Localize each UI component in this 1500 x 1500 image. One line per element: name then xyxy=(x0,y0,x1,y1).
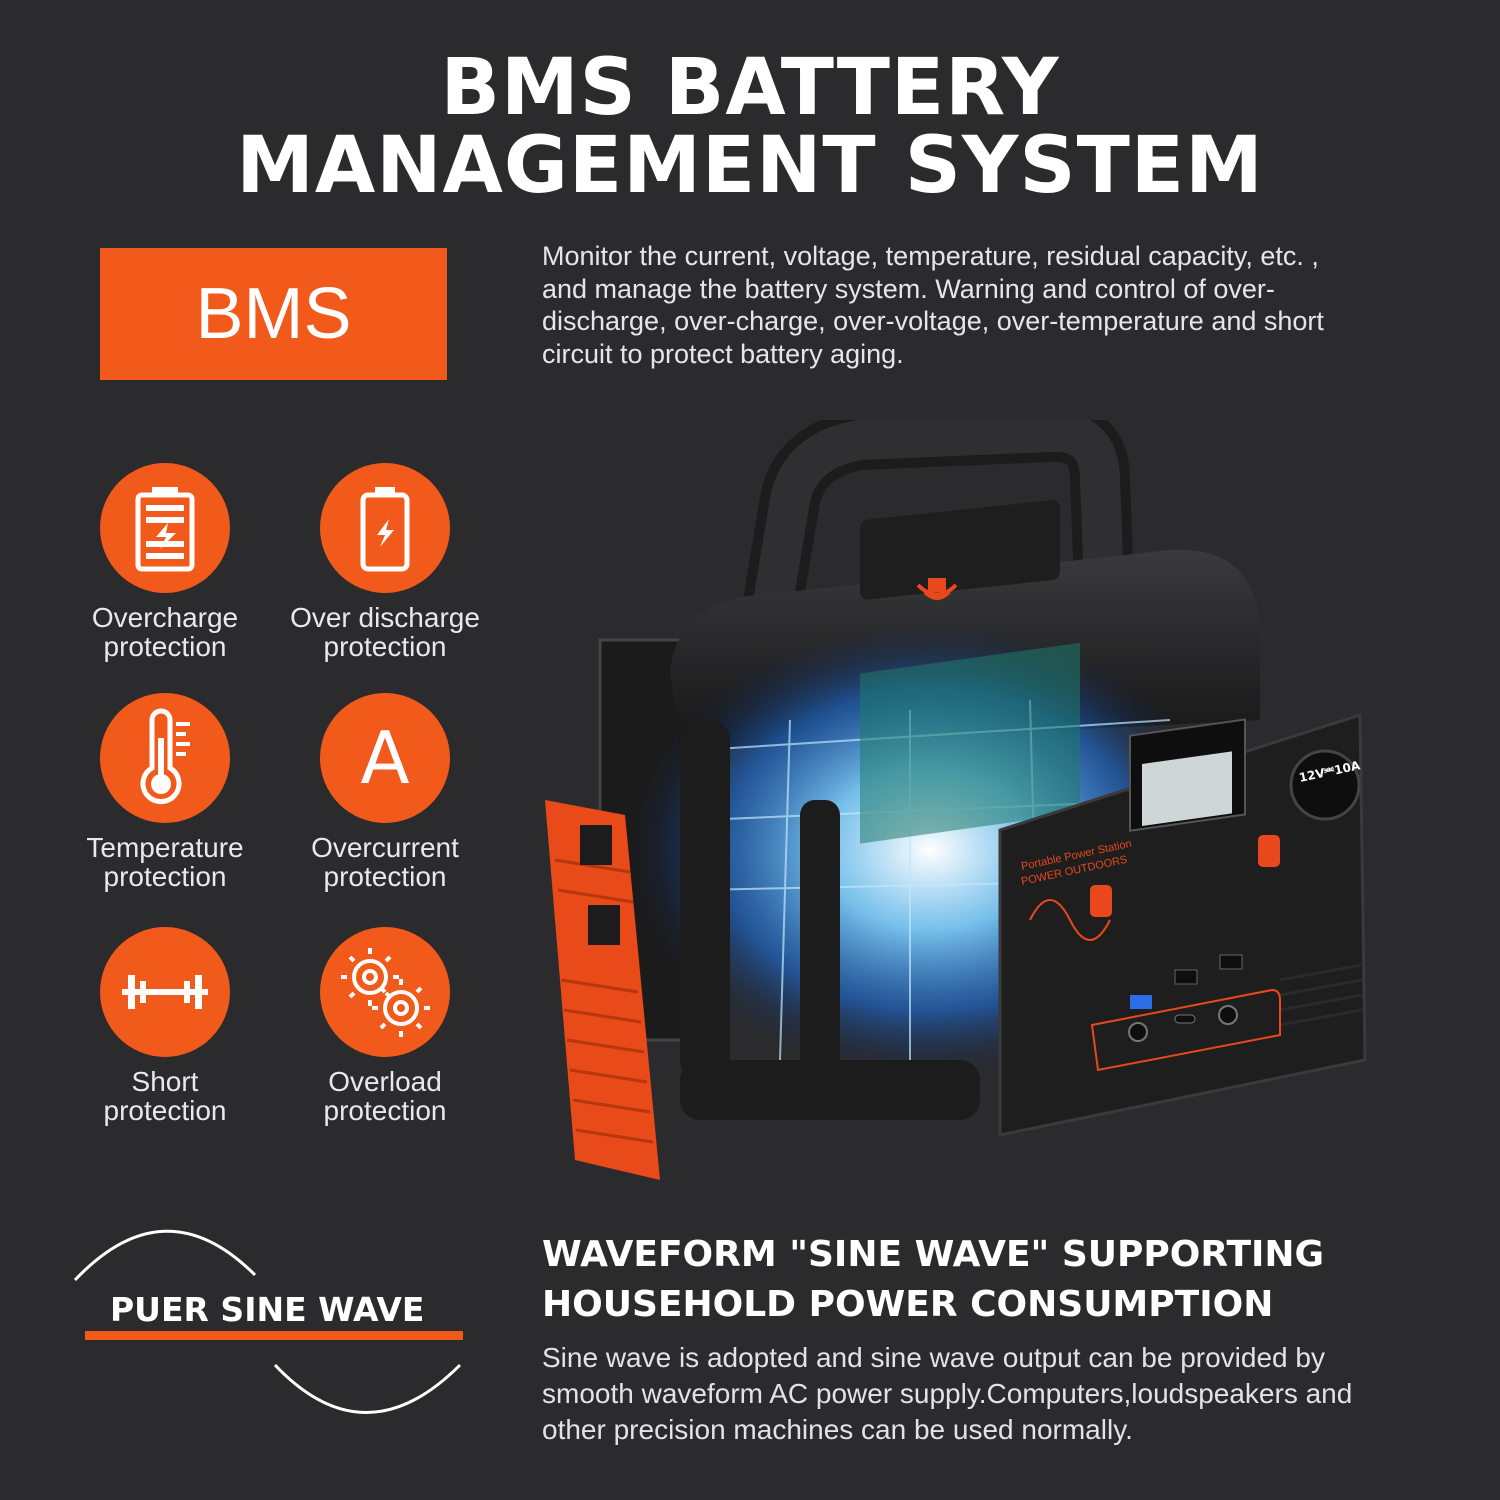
bms-description: Monitor the current, voltage, temperatur… xyxy=(542,241,1324,369)
feature-overcharge: Overcharge protection xyxy=(65,463,265,661)
sine-heading-line2: HOUSEHOLD POWER CONSUMPTION xyxy=(542,1284,1274,1325)
page-title-line1: BMS BATTERY xyxy=(440,43,1060,133)
power-station-illustration: Portable Power Station POWER OUTDOORS 12… xyxy=(545,420,1367,1180)
feature-overcurrent: A Overcurrent protection xyxy=(285,693,485,891)
sine-description: Sine wave is adopted and sine wave outpu… xyxy=(542,1342,1353,1445)
sine-wave-logo-text: PUER SINE WAVE xyxy=(110,1290,425,1329)
front-control-panel: Portable Power Station POWER OUTDOORS 12… xyxy=(998,712,1367,1137)
ac-outlet-panel xyxy=(545,800,660,1180)
feature-label-line2: protection xyxy=(323,861,447,892)
feature-label-line2: protection xyxy=(103,1095,227,1126)
feature-label-line1: Temperature xyxy=(86,832,244,863)
gears-icon xyxy=(320,927,450,1057)
feature-overload: Overload protection xyxy=(285,927,485,1125)
feature-label-line1: Over discharge xyxy=(290,602,480,633)
feature-label-line1: Overcurrent xyxy=(311,832,459,863)
feature-over-discharge: Over discharge protection xyxy=(285,463,485,661)
sine-heading-line1: WAVEFORM "SINE WAVE" SUPPORTING xyxy=(542,1234,1325,1275)
feature-label-line2: protection xyxy=(323,631,447,662)
feature-temperature: Temperature protection xyxy=(65,693,265,891)
feature-label-line2: protection xyxy=(103,861,227,892)
wireless-charging-icon xyxy=(916,578,958,600)
feature-short: Short protection xyxy=(65,927,265,1125)
short-circuit-icon xyxy=(100,927,230,1057)
feature-label-line2: protection xyxy=(323,1095,447,1126)
bms-badge: BMS xyxy=(100,248,447,380)
feature-label-line1: Overcharge xyxy=(91,602,239,633)
battery-discharge-icon xyxy=(320,463,450,593)
page-title-line2: MANAGEMENT SYSTEM xyxy=(236,121,1264,211)
ampere-glyph: A xyxy=(360,716,410,800)
feature-label-line1: Overload xyxy=(328,1066,442,1097)
feature-label-line1: Short xyxy=(131,1066,199,1097)
sine-wave-logo-icon xyxy=(73,1229,463,1414)
battery-charge-icon xyxy=(100,463,230,593)
thermometer-icon xyxy=(100,693,230,823)
ampere-icon: A xyxy=(320,693,450,823)
feature-label-line2: protection xyxy=(103,631,227,662)
